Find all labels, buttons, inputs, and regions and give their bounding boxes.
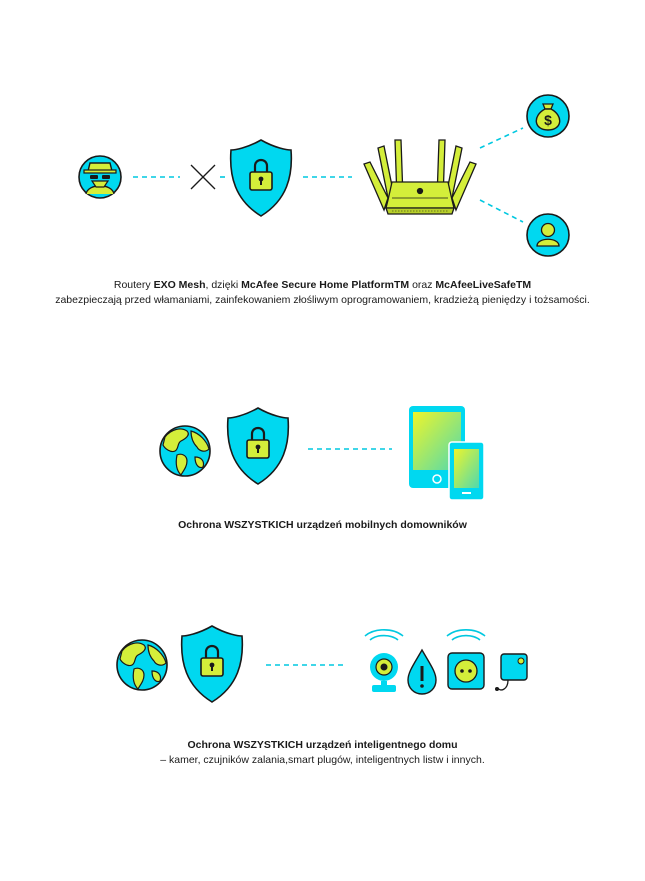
caption-section-1: Routery EXO Mesh, dzięki McAfee Secure H… [0,278,645,308]
shield-lock-icon [226,406,290,486]
caption-line-1: Routery EXO Mesh, dzięki McAfee Secure H… [113,279,532,291]
globe-icon [116,639,168,691]
camera-icon [370,653,398,692]
caption-line-2: – kamer, czujników zalania,smart plugów,… [160,754,485,766]
caption-section-3: Ochrona WSZYSTKICH urządzeń inteligentne… [0,738,645,768]
water-sensor-icon [407,648,437,695]
user-icon [526,213,570,257]
caption-line-2: zabezpieczają przed włamaniami, zainfeko… [55,294,590,306]
svg-text:$: $ [544,112,552,128]
connector-line [479,127,524,149]
connector-line [479,199,524,223]
caption-line-1: Ochrona WSZYSTKICH urządzeń inteligentne… [187,739,458,751]
wifi-icon [364,629,404,641]
wifi-icon [446,629,486,641]
x-block-icon [190,164,216,190]
globe-icon [159,425,211,477]
smart-plug-icon [447,652,485,690]
hacker-icon [78,155,122,199]
money-bag-icon: $ [526,94,570,138]
router-icon [363,139,477,215]
shield-lock-icon [180,624,244,704]
smartphone-icon [448,441,485,501]
sensor-icon [495,653,528,691]
shield-lock-icon [229,138,293,218]
caption-section-2: Ochrona WSZYSTKICH urządzeń mobilnych do… [178,519,467,531]
